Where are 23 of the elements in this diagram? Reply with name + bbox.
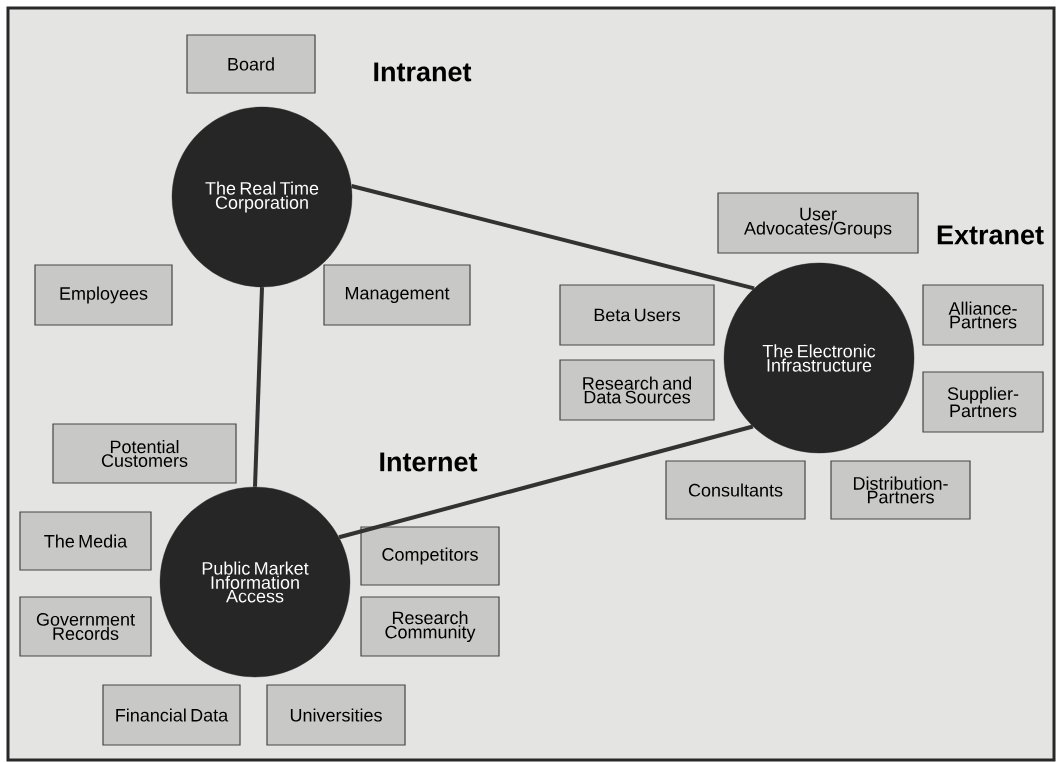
network-label: Extranet <box>937 225 1044 245</box>
label-box: Consultants <box>665 460 806 520</box>
connector-line <box>338 424 754 540</box>
network-label: Internet <box>380 452 478 472</box>
label-box: Supplier-Partners <box>922 371 1044 433</box>
network-label: Intranet <box>374 62 472 82</box>
label-box: Board <box>186 34 316 94</box>
label-box: Research Community <box>360 596 500 657</box>
label-box: Research and Data Sources <box>559 359 715 421</box>
label-box: Government Records <box>19 596 152 657</box>
label-box: The Media <box>19 511 152 571</box>
label-box: Potential Customers <box>52 423 237 484</box>
label-box: Competitors <box>360 526 500 586</box>
label-box: Financial Data <box>102 684 241 746</box>
label-box: User Advocates/Groups <box>717 192 919 254</box>
label-box: Employees <box>34 264 173 326</box>
label-box: Management <box>323 264 471 326</box>
connector-line <box>351 184 755 291</box>
label-box: Universities <box>266 684 406 746</box>
label-box: Alliance-Partners <box>922 284 1044 346</box>
label-box: Beta Users <box>559 284 715 346</box>
connector-line <box>253 287 264 487</box>
label-box: Distribution-Partners <box>830 460 971 520</box>
